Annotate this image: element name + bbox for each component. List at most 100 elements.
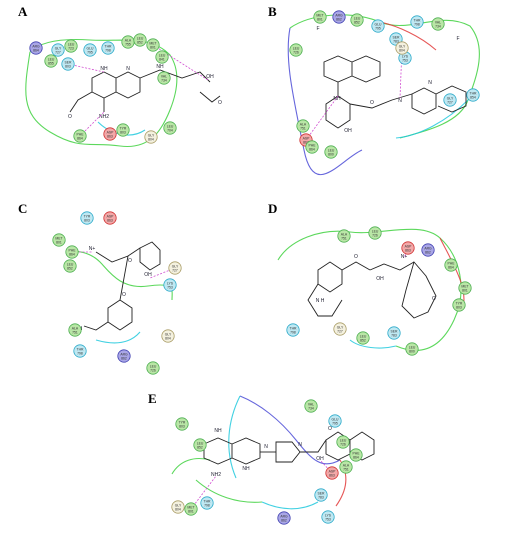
- atom-label: O: [128, 258, 132, 264]
- pocket-contour: [277, 228, 462, 351]
- hbond-line: [319, 459, 333, 474]
- ligand-bond: [115, 71, 141, 99]
- atom-label: OH: [344, 128, 352, 134]
- atom-label: NH: [100, 66, 108, 72]
- residue-circle: [101, 41, 115, 55]
- residue-number: 795: [375, 27, 381, 31]
- residue-number: 804: [399, 49, 405, 53]
- residue-number: 727: [172, 269, 178, 273]
- residue-circle: [63, 259, 77, 273]
- residue-number: 727: [447, 101, 453, 105]
- ligand-bond: [349, 93, 413, 109]
- residue-number: 804: [165, 337, 171, 341]
- residue-name: GLY: [337, 326, 344, 330]
- residue-name: GLY: [165, 333, 172, 337]
- pocket-contour: [239, 395, 341, 465]
- residue-number: 864: [353, 456, 359, 460]
- residue-number: 855: [48, 62, 54, 66]
- residue-circle: [304, 399, 318, 413]
- residue-circle: [458, 281, 472, 295]
- panel-d-letter: D: [268, 201, 278, 216]
- atom-label: N H: [316, 298, 325, 304]
- residue-number: 864: [33, 49, 39, 53]
- residue-name: LEU: [68, 43, 75, 47]
- residue-circle: [116, 123, 130, 137]
- panel-a-letter: A: [18, 4, 28, 19]
- residue-name: LEU: [48, 58, 55, 62]
- residue-name: ARG: [280, 515, 288, 519]
- pocket-contour: [289, 14, 480, 139]
- residue-number: 803: [84, 219, 90, 223]
- residue-circle: [431, 17, 445, 31]
- residue-circle: [146, 38, 160, 52]
- pocket-contour: [25, 39, 178, 148]
- residue-number: 863: [405, 249, 411, 253]
- residue-name: THR: [77, 348, 85, 352]
- atom-label: O: [218, 100, 222, 106]
- panel-e-letter: E: [148, 391, 157, 406]
- residue-circle: [161, 329, 175, 343]
- residue-number: 798: [77, 352, 83, 356]
- ligand-bond: [369, 261, 415, 271]
- residue-name: ALA: [341, 233, 348, 237]
- residue-number: 803: [456, 306, 462, 310]
- atom-label: N+: [401, 254, 408, 260]
- residue-number: 862: [336, 18, 342, 22]
- residue-circle: [68, 323, 82, 337]
- residue-number: 862: [281, 519, 287, 523]
- residue-name: LYS: [325, 514, 332, 518]
- residue-circle: [193, 438, 207, 452]
- ligand-bond: [199, 91, 221, 103]
- residue-name: GLY: [172, 265, 179, 269]
- atom-label: N: [398, 98, 402, 104]
- residue-circle: [73, 129, 87, 143]
- residue-number: 863: [303, 141, 309, 145]
- residue-circle: [286, 323, 300, 337]
- residue-number: 727: [337, 330, 343, 334]
- residue-number: 801: [462, 289, 468, 293]
- residue-circle: [339, 460, 353, 474]
- pocket-contour: [349, 339, 397, 349]
- residue-circle: [61, 57, 75, 71]
- residue-number: 801: [56, 241, 62, 245]
- residue-circle: [324, 145, 338, 159]
- ligand-bond: [95, 247, 141, 263]
- residue-circle: [144, 130, 158, 144]
- pocket-contour: [171, 457, 211, 475]
- residue-circle: [328, 414, 342, 428]
- pocket-contours: [25, 14, 480, 510]
- residue-circle: [410, 15, 424, 29]
- residue-circle: [401, 241, 415, 255]
- residue-number: 734: [435, 25, 441, 29]
- residue-number: 864: [69, 253, 75, 257]
- residue-number: 795: [87, 51, 93, 55]
- hbond-line: [67, 63, 105, 73]
- ligand-bond: [119, 255, 129, 301]
- residue-name: MET: [55, 237, 62, 241]
- residue-number: 704: [167, 129, 173, 133]
- residue-name: ARG: [120, 353, 128, 357]
- residue-circle: [168, 261, 182, 275]
- residue-circle: [368, 226, 382, 240]
- residue-number: 801: [188, 510, 194, 514]
- atom-label: NH: [214, 428, 222, 434]
- atom-label: NH: [333, 96, 341, 102]
- residue-number: 852: [137, 41, 143, 45]
